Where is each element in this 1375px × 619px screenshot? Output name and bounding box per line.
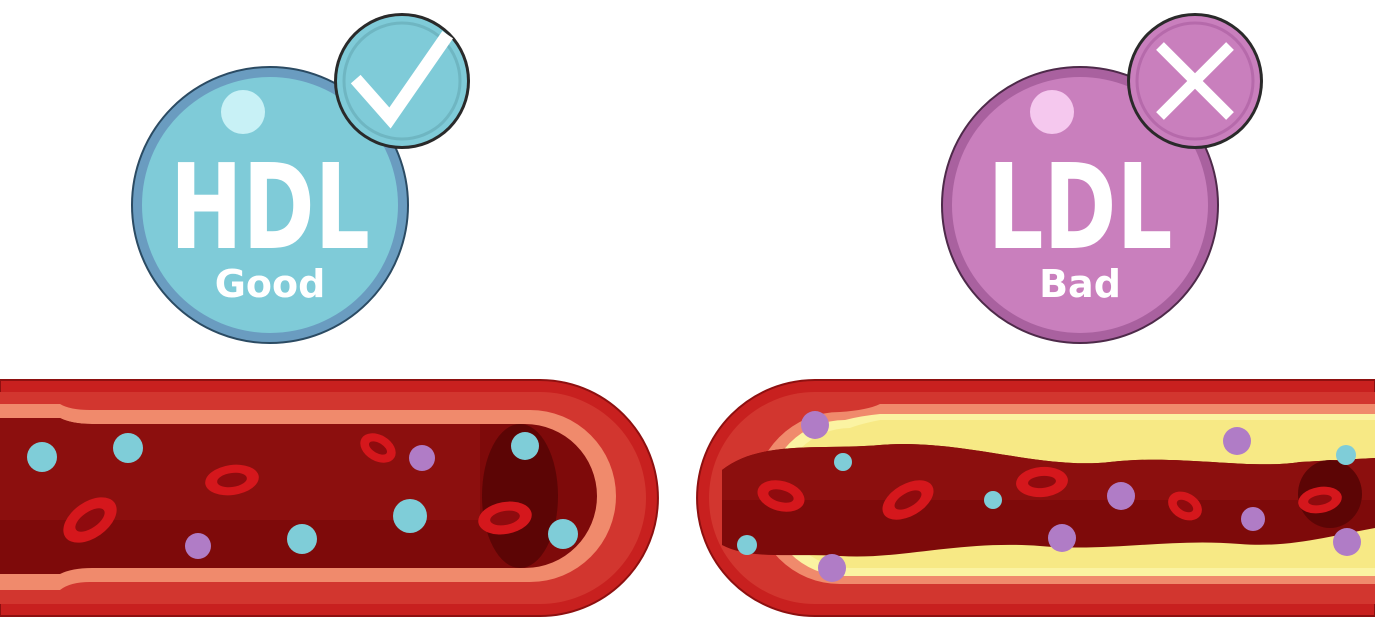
clogged-artery	[697, 380, 1375, 616]
ldl-title: LDL	[988, 138, 1173, 276]
badge-highlight	[1030, 90, 1074, 134]
hdl-caption: Good	[215, 262, 326, 306]
check-icon	[334, 13, 470, 149]
healthy-artery	[0, 380, 658, 616]
hdl-title: HDL	[170, 138, 370, 276]
ldl-caption: Bad	[1039, 262, 1121, 306]
badge-highlight	[221, 90, 265, 134]
cross-icon	[1127, 13, 1263, 149]
